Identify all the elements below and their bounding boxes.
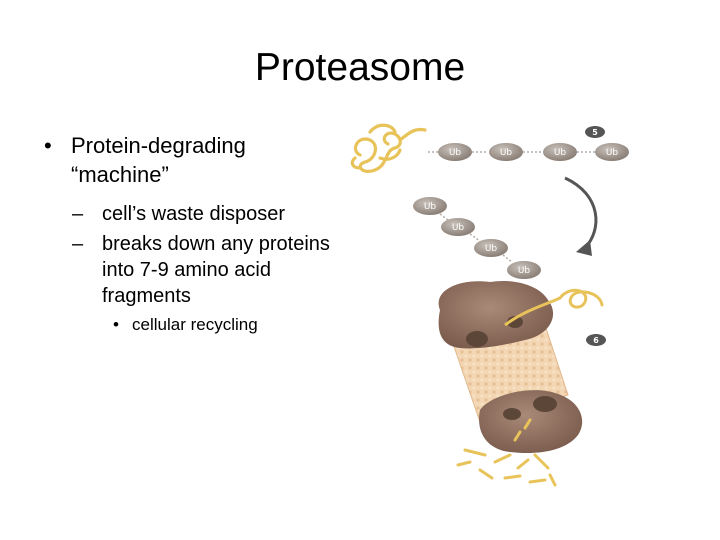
bullet-text: Protein-degrading “machine”: [71, 133, 246, 187]
ub-label: Ub: [449, 148, 462, 158]
step-6-badge: 6: [586, 334, 606, 346]
ubiquitin-tag: Ub: [441, 218, 475, 236]
ubiquitin-tag: Ub: [595, 143, 629, 161]
ub-label: Ub: [518, 266, 531, 276]
bullet-item: • Protein-degrading “machine”: [30, 131, 330, 189]
ubiquitin-tag: Ub: [438, 143, 472, 161]
dash-marker: –: [72, 233, 84, 255]
unfolded-protein: [350, 123, 427, 173]
slide-title: Proteasome: [254, 46, 466, 89]
proteasome-diagram: Ub Ub Ub Ub: [340, 110, 640, 490]
svg-text:5: 5: [592, 128, 598, 137]
bullet-marker: •: [44, 133, 52, 158]
bullet-list: • Protein-degrading “machine” – cell’s w…: [30, 131, 330, 336]
proteasome-complex: [438, 280, 604, 454]
sub-sub-bullet-text: cellular recycling: [132, 315, 258, 334]
ub-label: Ub: [485, 244, 498, 254]
ub-label: Ub: [452, 223, 465, 233]
sub-bullet-text: breaks down any proteins into 7-9 amino …: [102, 233, 330, 307]
ubiquitin-chain-diagonal: Ub Ub Ub Ub: [413, 197, 541, 279]
ubiquitin-tag: Ub: [413, 197, 447, 215]
ubiquitin-tag: Ub: [474, 239, 508, 257]
bullet-marker: •: [113, 315, 119, 334]
ub-label: Ub: [606, 148, 619, 158]
curved-arrow-icon: [564, 176, 598, 256]
sub-bullet-text: cell’s waste disposer: [102, 203, 286, 225]
ub-label: Ub: [424, 202, 437, 212]
sub-sub-bullet-item: • cellular recycling: [30, 314, 330, 336]
sub-bullet-item: – cell’s waste disposer: [30, 201, 330, 227]
sub-bullet-item: – breaks down any proteins into 7-9 amin…: [30, 231, 330, 309]
ubiquitin-tag: Ub: [489, 143, 523, 161]
ubiquitin-chain: Ub Ub Ub Ub: [428, 143, 629, 161]
ubiquitin-tag: Ub: [507, 261, 541, 279]
step-5-badge: 5: [585, 126, 605, 138]
dash-marker: –: [72, 203, 84, 225]
svg-text:6: 6: [593, 336, 599, 345]
peptide-fragments: [456, 418, 557, 487]
ub-label: Ub: [500, 148, 513, 158]
ubiquitin-tag: Ub: [543, 143, 577, 161]
ub-label: Ub: [554, 148, 567, 158]
